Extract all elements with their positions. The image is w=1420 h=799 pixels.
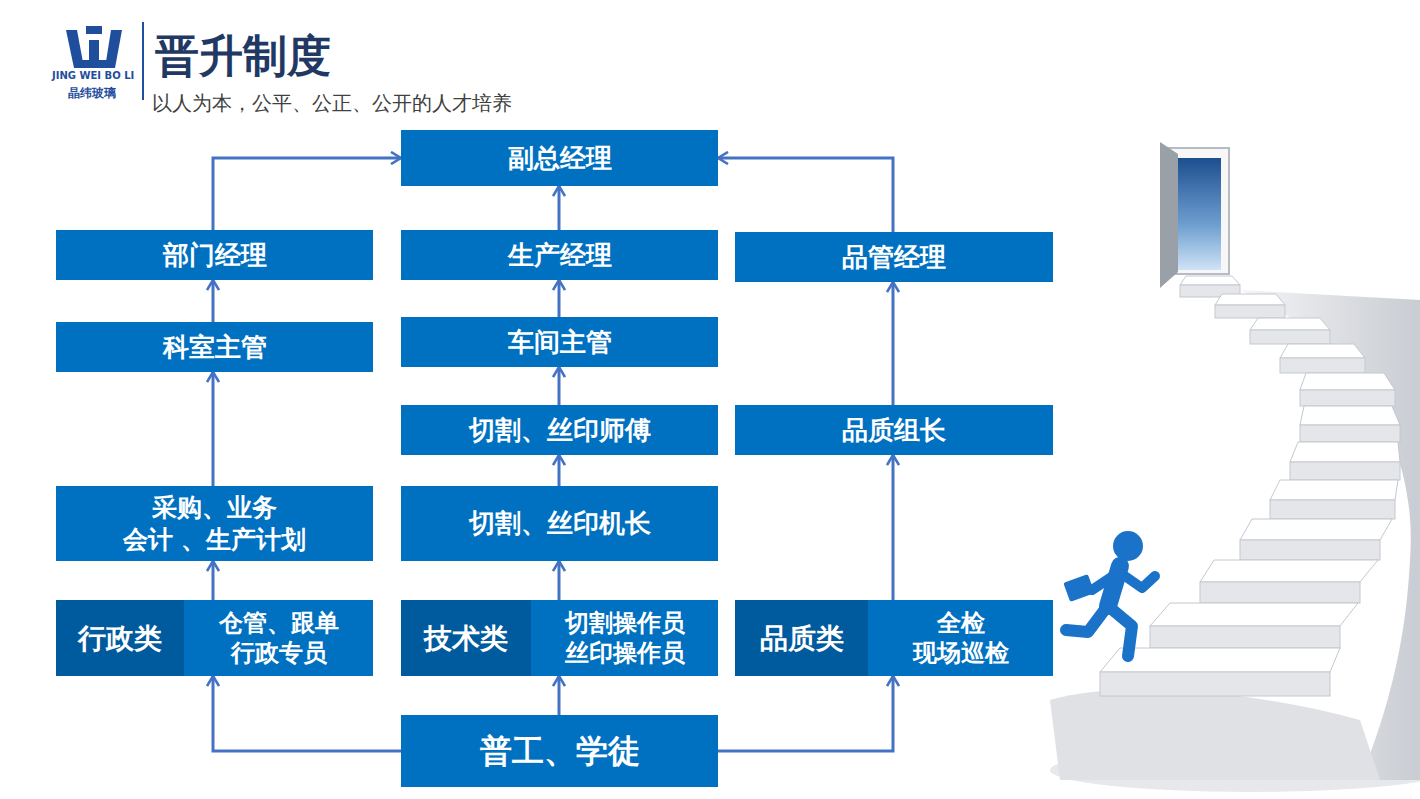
slide-title: 晋升制度 <box>155 30 331 83</box>
logo-mark <box>86 26 102 34</box>
step-front <box>1200 582 1360 603</box>
step-front <box>1280 358 1365 373</box>
door-opening <box>1173 158 1221 270</box>
figure-arm <box>1122 574 1155 588</box>
step-top <box>1150 603 1358 626</box>
position-name: 品质组长 <box>834 414 954 447</box>
position-box: 切割、丝印机长 <box>401 486 718 561</box>
position-name: 切割、丝印机长 <box>461 507 659 540</box>
step-top <box>1290 442 1400 462</box>
step-top <box>1250 318 1330 330</box>
position-box: 普工、学徒 <box>401 715 718 787</box>
position-box: 副总经理 <box>401 130 718 186</box>
step-front <box>1240 540 1380 560</box>
position-name: 切割、丝印师傅 <box>461 414 659 447</box>
header-divider <box>142 22 144 100</box>
step-front <box>1300 390 1395 406</box>
step-front <box>1100 672 1330 696</box>
figure-leg <box>1066 608 1106 632</box>
logo-mark <box>74 60 114 68</box>
promotion-arrow <box>213 158 401 230</box>
promotion-arrow <box>558 367 561 405</box>
position-box: 仓管、跟单 行政专员 <box>184 600 373 676</box>
position-box: 品管经理 <box>735 232 1053 282</box>
position-name: 车间主管 <box>500 326 620 359</box>
position-name: 副总经理 <box>500 142 620 175</box>
position-name: 部门经理 <box>155 239 275 272</box>
step-top <box>1300 373 1395 390</box>
stair-illustration <box>1050 142 1420 792</box>
promotion-arrow <box>718 158 893 232</box>
promotion-arrow <box>212 280 215 322</box>
step-front <box>1150 626 1340 648</box>
step-top <box>1100 648 1340 672</box>
position-box: 切割、丝印师傅 <box>401 405 718 455</box>
position-box: 采购、业务 会计 、生产计划 <box>56 486 373 561</box>
figure-leg <box>1108 606 1132 656</box>
position-box: 切割操作员 丝印操作员 <box>531 600 718 676</box>
figure-head <box>1113 531 1143 561</box>
promotion-arrow <box>558 186 561 230</box>
briefcase <box>1063 574 1094 602</box>
position-name: 生产经理 <box>500 239 620 272</box>
running-figure <box>1063 531 1155 656</box>
category-label: 技术类 <box>401 621 531 656</box>
category-band: 行政类仓管、跟单 行政专员 <box>56 600 373 676</box>
logo-text: JING WEI BO LI <box>52 70 134 82</box>
step-top <box>1270 480 1398 500</box>
step-top <box>1240 519 1392 540</box>
logo-text: 晶纬玻璃 <box>68 86 116 100</box>
position-box: 科室主管 <box>56 322 373 372</box>
promotion-arrow <box>212 561 215 600</box>
company-logo <box>66 26 122 68</box>
position-name: 科室主管 <box>155 331 275 364</box>
position-box: 全检 现场巡检 <box>868 600 1053 676</box>
promotion-arrow <box>892 455 895 600</box>
subtitle: 以人为本，公平、公正、公开的人才培养 <box>152 91 512 115</box>
position-name: 普工、学徒 <box>472 731 648 771</box>
door-leaf <box>1160 142 1178 288</box>
promotion-arrow <box>558 561 561 600</box>
promotion-arrow <box>558 455 561 486</box>
position-name: 采购、业务 会计 、生产计划 <box>115 492 315 555</box>
step-front <box>1290 462 1400 480</box>
stair-steps <box>1100 276 1400 696</box>
step-top <box>1215 294 1285 305</box>
category-band: 品质类 全检 现场巡检 <box>735 600 1053 676</box>
promotion-arrow <box>558 280 561 317</box>
figure-arm <box>1092 574 1116 590</box>
position-name: 切割操作员 丝印操作员 <box>557 608 693 668</box>
promotion-arrow <box>718 676 893 751</box>
step-front <box>1250 330 1330 344</box>
step-top <box>1180 276 1240 285</box>
promotion-arrow <box>558 676 561 715</box>
promotion-arrow <box>212 372 215 486</box>
position-box: 车间主管 <box>401 317 718 367</box>
category-band: 技术类切割操作员 丝印操作员 <box>401 600 718 676</box>
step-top <box>1300 406 1400 425</box>
step-front <box>1270 500 1395 519</box>
step-top <box>1280 344 1365 358</box>
promotion-arrow <box>213 676 401 751</box>
position-name: 仓管、跟单 行政专员 <box>211 608 347 668</box>
position-box: 品质组长 <box>735 405 1053 455</box>
step-front <box>1215 305 1285 318</box>
position-box: 部门经理 <box>56 230 373 280</box>
position-name: 全检 现场巡检 <box>905 608 1017 668</box>
position-name: 品管经理 <box>834 241 954 274</box>
step-front <box>1300 425 1400 442</box>
position-box: 生产经理 <box>401 230 718 280</box>
stair-base <box>1050 690 1380 780</box>
door <box>1160 142 1229 288</box>
promotion-arrow <box>892 282 895 405</box>
category-label: 品质类 <box>735 621 868 656</box>
category-label: 行政类 <box>56 621 184 656</box>
step-top <box>1200 560 1378 582</box>
